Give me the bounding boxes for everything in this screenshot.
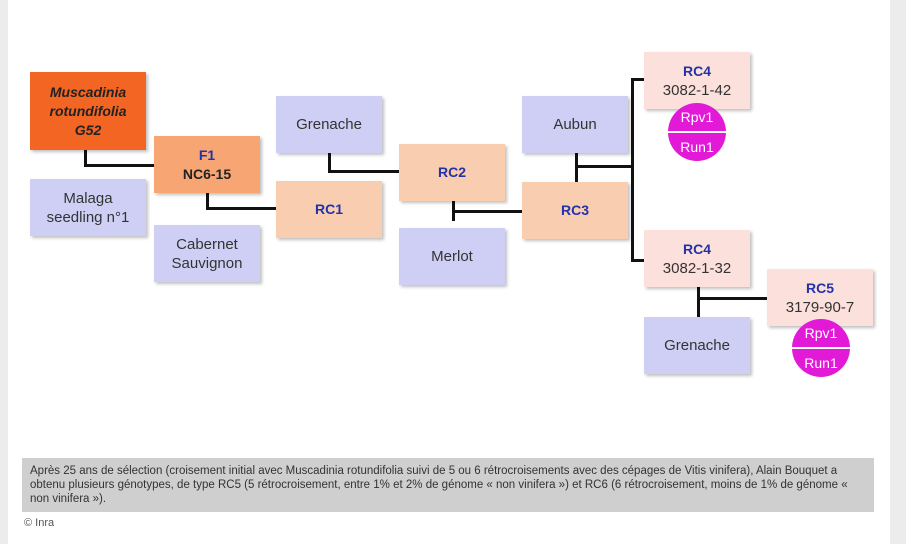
- node-grenache: Grenache: [276, 96, 382, 153]
- connector: [631, 78, 634, 261]
- node-label: Muscadinia: [49, 83, 127, 100]
- node-muscadinia: Muscadinia rotundifolia G52: [30, 72, 146, 150]
- node-label: Aubun: [553, 116, 597, 133]
- connector: [206, 207, 276, 210]
- node-code: F1: [198, 146, 216, 163]
- node-code: RC5: [805, 280, 834, 296]
- node-code: RC4: [682, 63, 711, 79]
- node-rc5: RC5 3179-90-7: [767, 269, 873, 326]
- node-code: RC2: [437, 164, 466, 180]
- node-label: Grenache: [664, 337, 730, 354]
- connector: [452, 210, 522, 213]
- node-sub: NC6-15: [182, 165, 232, 182]
- node-label: seedling n°1: [46, 208, 130, 226]
- node-rc2: RC2: [399, 144, 505, 201]
- connector: [697, 297, 767, 300]
- node-code: RC3: [560, 202, 589, 218]
- node-sub: 3179-90-7: [785, 299, 855, 316]
- marker-label: Rpv1: [804, 325, 838, 341]
- node-label: Merlot: [431, 248, 473, 265]
- marker-label: Run1: [680, 139, 714, 155]
- node-merlot: Merlot: [399, 228, 505, 285]
- node-label: Grenache: [296, 116, 362, 133]
- connector: [206, 193, 209, 209]
- connector: [575, 165, 633, 168]
- connector: [631, 78, 644, 81]
- figure-caption: Après 25 ans de sélection (croisement in…: [22, 458, 874, 512]
- connector: [84, 164, 154, 167]
- node-label: G52: [74, 121, 102, 138]
- pedigree-diagram: Muscadinia rotundifolia G52 Malaga seedl…: [30, 52, 873, 377]
- node-code: RC4: [682, 240, 711, 257]
- node-f1: F1 NC6-15: [154, 136, 260, 193]
- node-rc1: RC1: [276, 181, 382, 238]
- marker-label: Run1: [804, 355, 838, 371]
- node-rc4-b: RC4 3082-1-32: [644, 230, 750, 287]
- node-sub: 3082-1-42: [662, 82, 732, 99]
- node-rc3: RC3: [522, 182, 628, 239]
- marker-run1: Run1: [668, 132, 726, 161]
- node-cabernet: Cabernet Sauvignon: [154, 225, 260, 282]
- image-credit: © Inra: [24, 517, 55, 529]
- node-sub: 3082-1-32: [662, 259, 732, 277]
- node-aubun: Aubun: [522, 96, 628, 153]
- node-label: Cabernet: [176, 235, 238, 253]
- node-label: rotundifolia: [49, 102, 127, 119]
- node-grenache: Grenache: [644, 317, 750, 374]
- node-malaga: Malaga seedling n°1: [30, 179, 146, 236]
- connector: [84, 150, 87, 166]
- node-rc4-a: RC4 3082-1-42: [644, 52, 750, 109]
- node-label: Malaga: [63, 189, 113, 207]
- connector: [697, 287, 700, 317]
- connector: [631, 259, 644, 262]
- connector: [328, 153, 331, 172]
- node-code: RC1: [314, 201, 343, 217]
- marker-run1: Run1: [792, 348, 850, 377]
- connector: [328, 170, 399, 173]
- marker-label: Rpv1: [680, 109, 714, 125]
- node-label: Sauvignon: [171, 254, 243, 272]
